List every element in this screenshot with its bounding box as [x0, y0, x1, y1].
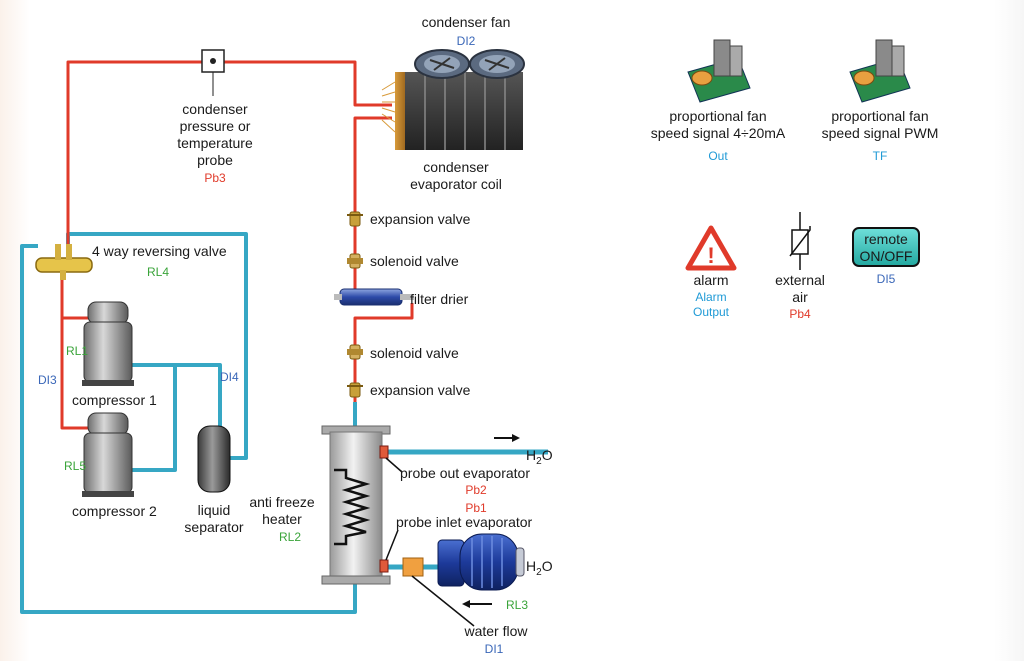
filter-drier — [334, 288, 414, 306]
rl4-code: RL4 — [147, 265, 169, 279]
rl5-code: RL5 — [64, 459, 86, 473]
solenoid-valve-top — [347, 253, 363, 269]
compressor-2 — [82, 412, 134, 497]
condenser-probe-label-3: temperature — [177, 135, 253, 151]
prop-420-label-1: proportional fan — [669, 108, 766, 124]
fan-module-420-icon — [687, 39, 751, 103]
condenser-probe-label-1: condenser — [182, 101, 248, 117]
pb1-code: Pb1 — [465, 501, 487, 515]
h2o-out-label: H2O — [526, 447, 553, 467]
condenser-fans — [414, 49, 525, 79]
solenoid-valve-bottom — [347, 344, 363, 360]
prop-pwm-label-1: proportional fan — [831, 108, 928, 124]
di1-code: DI1 — [485, 642, 504, 656]
discharge-pipe — [66, 60, 392, 246]
di5-code: DI5 — [877, 272, 896, 286]
filter-drier-label: filter drier — [410, 291, 469, 307]
di3-code: DI3 — [38, 373, 57, 387]
reversing-valve-label: 4 way reversing valve — [92, 243, 227, 259]
pb2-code: Pb2 — [465, 483, 487, 497]
coil-label-1: condenser — [423, 159, 489, 175]
remote-label-2: ON/OFF — [860, 248, 913, 264]
solenoid-valve-bottom-label: solenoid valve — [370, 345, 459, 361]
condenser-coil — [381, 72, 523, 150]
alarm-output-code-2: Output — [693, 305, 730, 319]
heater-label-2: heater — [262, 511, 302, 527]
compressor1-suction-pipe — [128, 363, 222, 430]
water-pipes — [20, 232, 357, 614]
external-label-1: external — [775, 272, 825, 288]
liquid-separator — [197, 425, 231, 493]
reversing-valve — [35, 244, 93, 280]
expansion-valve-bottom — [347, 382, 363, 398]
condenser-fan-label: condenser fan — [422, 14, 511, 30]
out-code: Out — [708, 149, 728, 163]
rl1-code: RL1 — [66, 344, 88, 358]
condenser-probe-label-2: pressure or — [180, 118, 251, 134]
coil-label-2: evaporator coil — [410, 176, 502, 192]
liquid-line-pipe — [353, 116, 392, 296]
alarm-glyph: ! — [707, 243, 714, 268]
water-flow-label: water flow — [463, 623, 528, 639]
alarm-output-code-1: Alarm — [695, 290, 726, 304]
liquid-label-2: separator — [184, 519, 243, 535]
filter-outlet-pipe — [353, 303, 414, 402]
probe-out-label: probe out evaporator — [400, 465, 530, 481]
rl2-code: RL2 — [279, 530, 301, 544]
compressor-2-label: compressor 2 — [72, 503, 157, 519]
condenser-probe-label-4: probe — [197, 152, 233, 168]
external-label-2: air — [792, 289, 808, 305]
water-in-arrow — [462, 600, 492, 608]
expansion-valve-bottom-label: expansion valve — [370, 382, 471, 398]
h2o-in-label: H2O — [526, 558, 553, 578]
expansion-valve-top-label: expansion valve — [370, 211, 471, 227]
liquid-label-1: liquid — [198, 502, 231, 518]
probe-out-sensor — [379, 445, 403, 473]
rl3-code: RL3 — [506, 598, 528, 612]
return-pipe — [20, 244, 357, 614]
alarm-label: alarm — [693, 272, 728, 288]
compressor-1 — [82, 301, 134, 386]
water-pump — [402, 533, 525, 627]
remote-label-1: remote — [864, 231, 908, 247]
solenoid-valve-top-label: solenoid valve — [370, 253, 459, 269]
condenser-probe — [201, 49, 225, 96]
compressor-1-label: compressor 1 — [72, 392, 157, 408]
refrigerant-pipes — [60, 60, 414, 430]
probe-inlet-label: probe inlet evaporator — [396, 514, 533, 530]
compressor2-suction-pipe — [128, 365, 177, 472]
fan-module-pwm-icon — [849, 39, 911, 103]
di2-code: DI2 — [457, 34, 476, 48]
heater-label-1: anti freeze — [249, 494, 315, 510]
prop-pwm-label-2: speed signal PWM — [822, 125, 939, 141]
tf-code: TF — [873, 149, 888, 163]
expansion-valve-top — [347, 211, 363, 227]
probe-inlet-sensor — [379, 529, 399, 573]
pb4-code: Pb4 — [789, 307, 811, 321]
water-out-arrow — [494, 434, 520, 442]
remote-on-off-button — [852, 227, 920, 267]
external-air-sensor-icon — [789, 212, 811, 270]
pb3-code: Pb3 — [204, 171, 226, 185]
alarm-icon — [685, 225, 737, 271]
evaporator — [321, 425, 391, 585]
di4-code: DI4 — [220, 370, 239, 384]
prop-420-label-2: speed signal 4÷20mA — [651, 125, 786, 141]
